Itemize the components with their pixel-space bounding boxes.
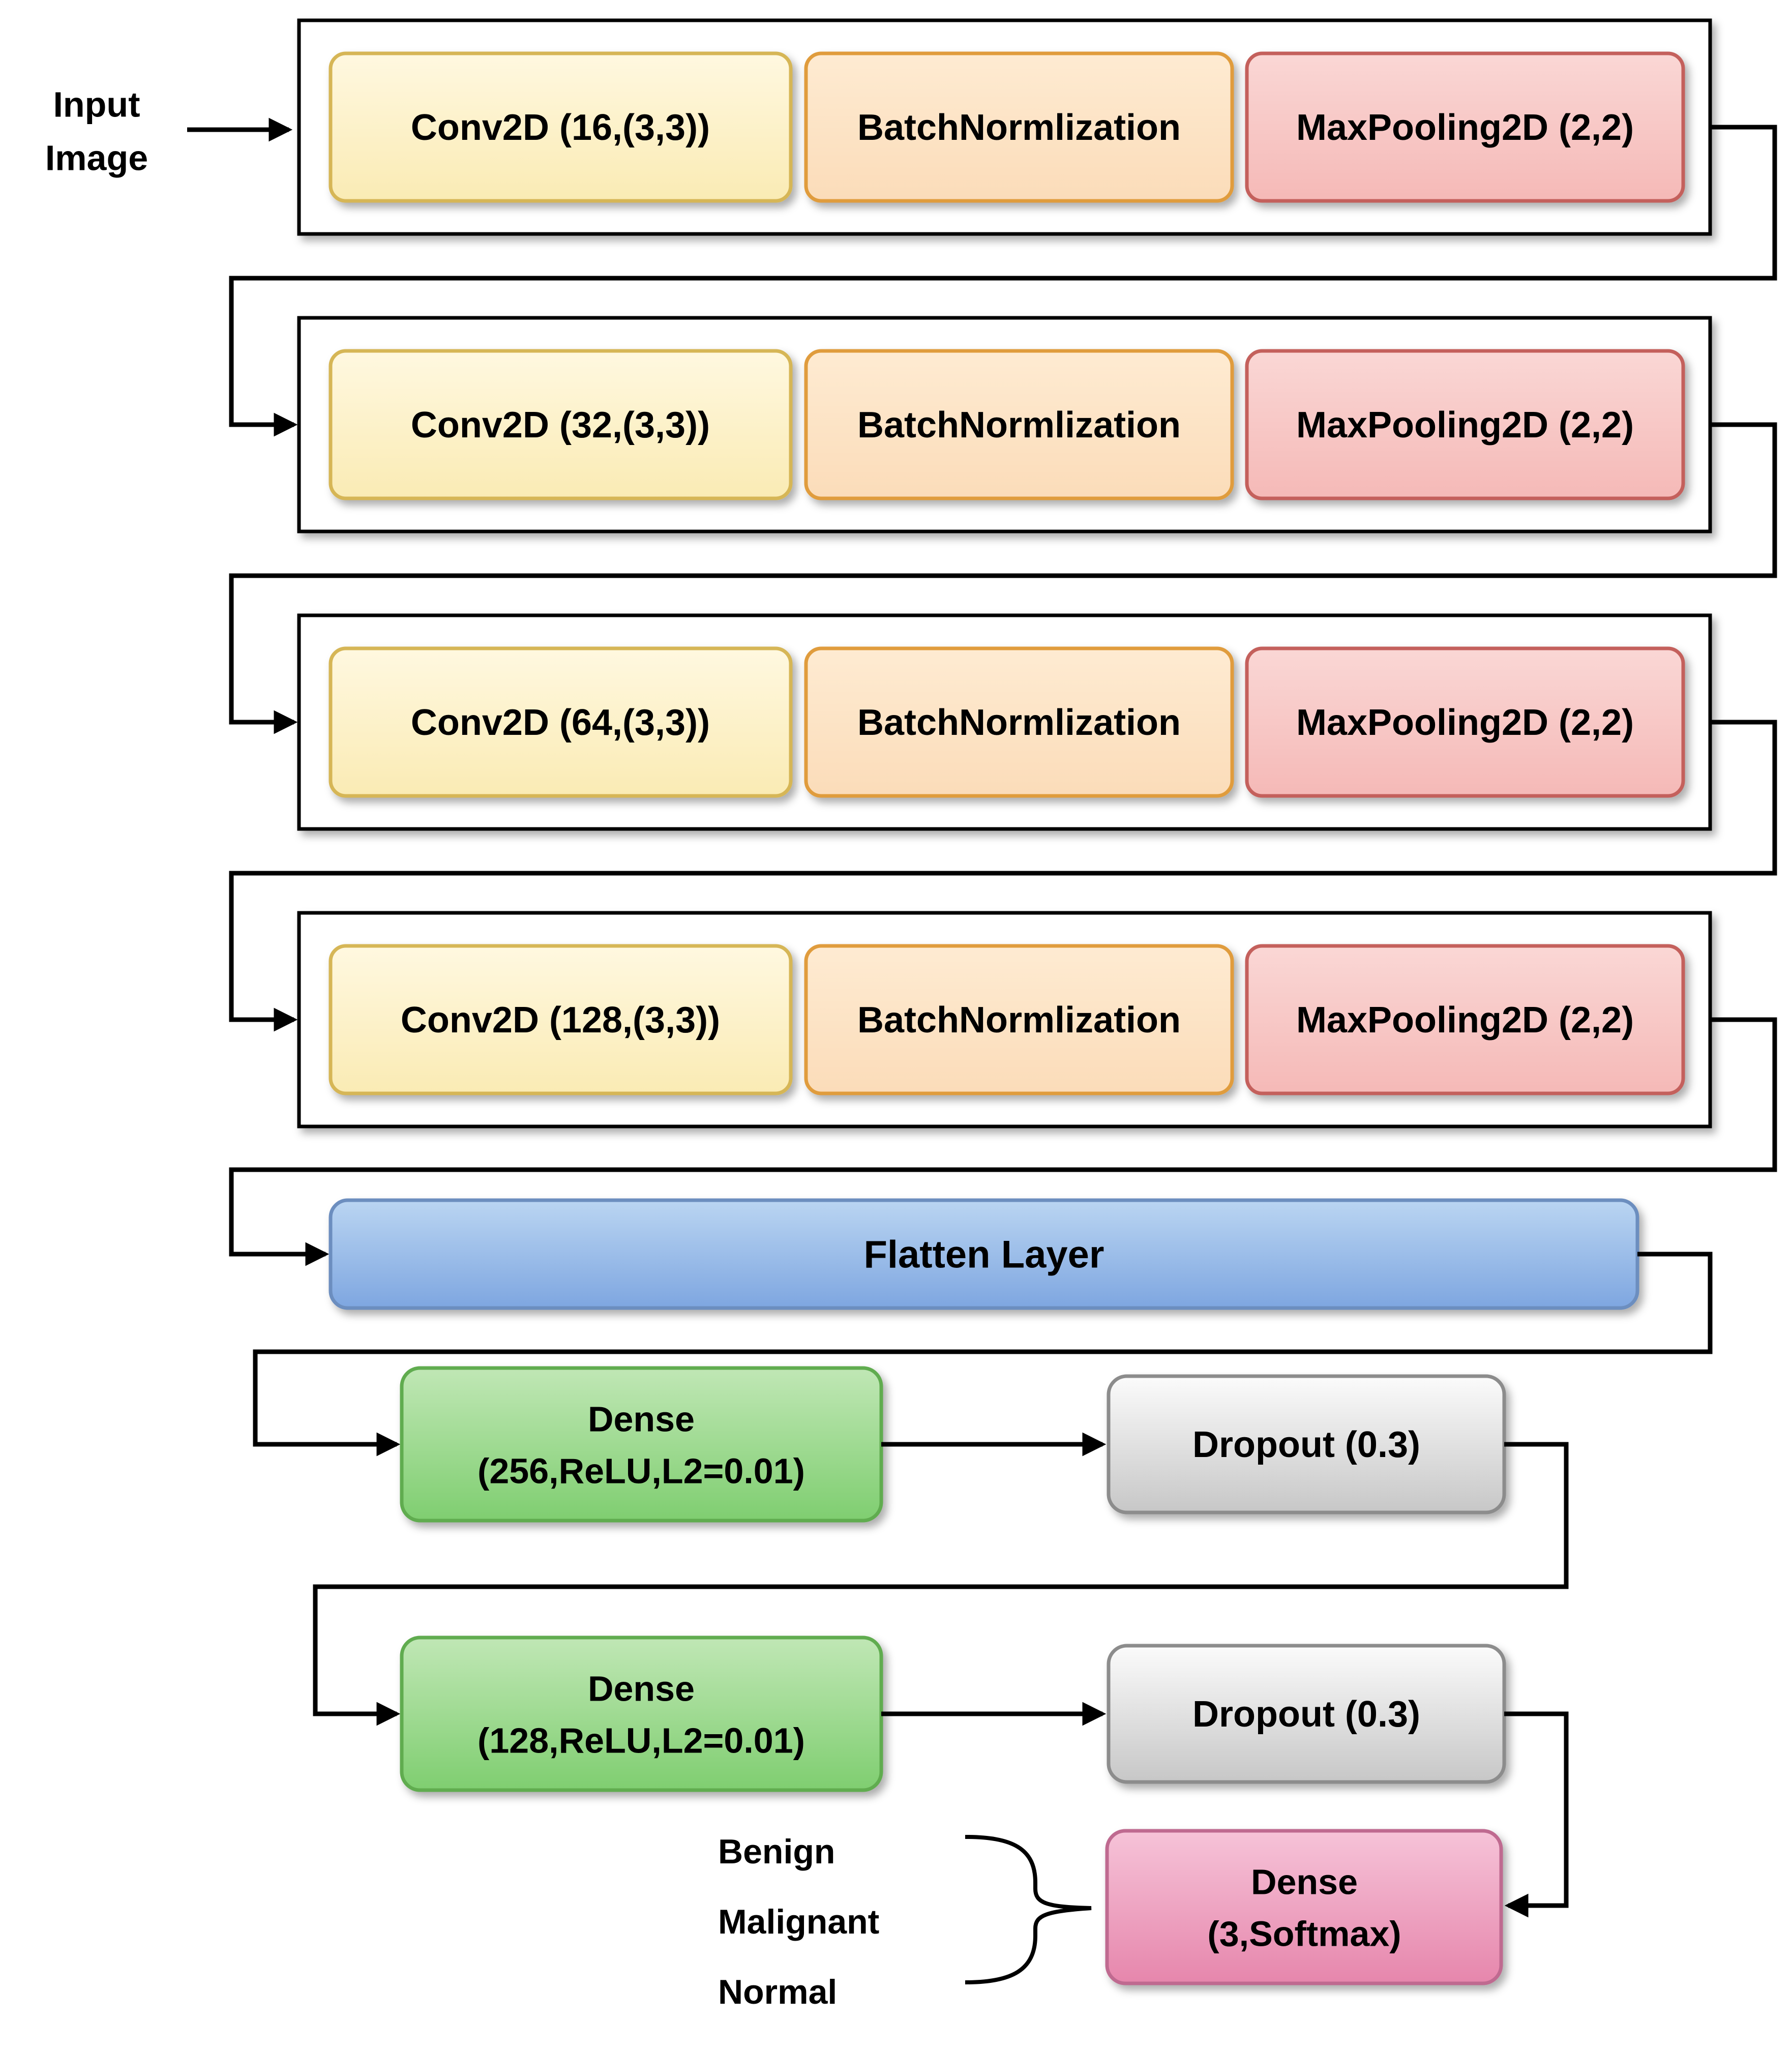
conv2d-16-label: Conv2D (16,(3,3)) — [411, 107, 710, 148]
batchnorm-4-block — [804, 944, 1234, 1095]
connector-dropout2-output — [1504, 1711, 1569, 1918]
conv2d-16-block — [328, 51, 793, 203]
maxpool-3-label: MaxPooling2D (2,2) — [1296, 702, 1634, 743]
input-label-line1: Input — [53, 85, 140, 125]
conv-stage-1: Conv2D (16,(3,3)) BatchNormlization MaxP… — [297, 18, 1712, 236]
conv2d-64-block — [328, 646, 793, 798]
conv2d-128-label: Conv2D (128,(3,3)) — [401, 1000, 720, 1041]
maxpool-2-block — [1245, 349, 1685, 500]
output-brace — [965, 1835, 1092, 1984]
conv2d-32-label: Conv2D (32,(3,3)) — [411, 405, 710, 445]
input-image-label: Input Image — [45, 85, 148, 178]
class-label-malignant: Malignant — [718, 1903, 879, 1941]
class-label-normal: Normal — [718, 1973, 837, 2011]
flatten-layer: Flatten Layer — [328, 1198, 1639, 1310]
conv-stage-2: Conv2D (32,(3,3)) BatchNormlization MaxP… — [297, 316, 1712, 533]
conv-stage-3: Conv2D (64,(3,3)) BatchNormlization MaxP… — [297, 613, 1712, 831]
conv2d-128-block — [328, 944, 793, 1095]
output-dense-label-line2: (3,Softmax) — [1207, 1914, 1401, 1954]
connector-flatten-dense1 — [253, 1252, 1713, 1457]
output-dense-block — [1105, 1829, 1503, 1985]
dense-128-label-line1: Dense — [588, 1669, 695, 1709]
conv2d-32-block — [328, 349, 793, 500]
connector-stage2-stage3 — [229, 422, 1777, 734]
conv-stage-4: Conv2D (128,(3,3)) BatchNormlization Max… — [297, 911, 1712, 1128]
conv2d-64-label: Conv2D (64,(3,3)) — [411, 702, 710, 743]
connector-stage1-stage2 — [229, 125, 1777, 437]
dense-128-block — [400, 1636, 883, 1792]
maxpool-1-block — [1245, 51, 1685, 203]
maxpool-4-label: MaxPooling2D (2,2) — [1296, 1000, 1634, 1041]
dropout-1-label: Dropout (0.3) — [1192, 1424, 1420, 1465]
dense-256-label-line1: Dense — [588, 1400, 695, 1439]
maxpool-3-block — [1245, 646, 1685, 798]
batchnorm-2-label: BatchNormlization — [857, 405, 1181, 445]
maxpool-4-block — [1245, 944, 1685, 1095]
dense-128-label-line2: (128,ReLU,L2=0.01) — [477, 1721, 805, 1761]
class-label-benign: Benign — [718, 1832, 835, 1871]
maxpool-1-label: MaxPooling2D (2,2) — [1296, 107, 1634, 148]
connector-stage4-flatten — [229, 1017, 1777, 1266]
output-section: Benign Malignant Normal Dense (3,Softmax… — [718, 1829, 1503, 2011]
maxpool-2-label: MaxPooling2D (2,2) — [1296, 405, 1634, 445]
batchnorm-4-label: BatchNormlization — [857, 1000, 1181, 1041]
batchnorm-3-block — [804, 646, 1234, 798]
dense-128-row: Dense (128,ReLU,L2=0.01) Dropout (0.3) — [400, 1636, 1506, 1792]
flatten-label: Flatten Layer — [863, 1233, 1104, 1276]
dense-256-block — [400, 1366, 883, 1523]
connector-dropout1-dense2 — [313, 1442, 1569, 1726]
dense-256-label-line2: (256,ReLU,L2=0.01) — [477, 1451, 805, 1491]
batchnorm-3-label: BatchNormlization — [857, 702, 1181, 743]
connector-stage3-stage4 — [229, 720, 1777, 1032]
batchnorm-2-block — [804, 349, 1234, 500]
dropout-2-label: Dropout (0.3) — [1192, 1694, 1420, 1735]
dense-256-row: Dense (256,ReLU,L2=0.01) Dropout (0.3) — [400, 1366, 1506, 1523]
input-label-line2: Image — [45, 138, 148, 178]
batchnorm-1-block — [804, 51, 1234, 203]
batchnorm-1-label: BatchNormlization — [857, 107, 1181, 148]
output-dense-label-line1: Dense — [1251, 1862, 1358, 1902]
